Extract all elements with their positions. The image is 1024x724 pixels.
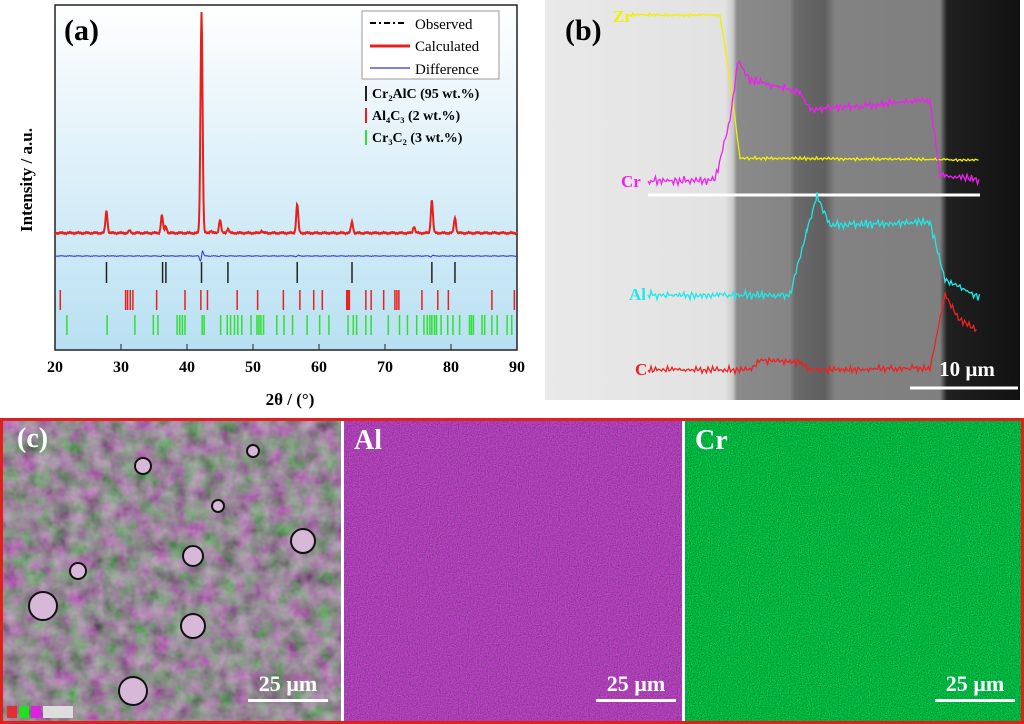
particle [181, 614, 205, 638]
phase-legend-label: Cr₃C₂ (3 wt.%) [372, 131, 463, 146]
al-profile [648, 192, 980, 300]
x-tick-label: 50 [245, 359, 261, 376]
scale-label-1: 25 µm [259, 671, 318, 696]
x-tick-label: 30 [113, 359, 129, 376]
y-axis-label: Intensity / a.u. [17, 128, 36, 232]
eds-map-panel: (c) 25 µm Al 25 µm Cr 25 µm [0, 418, 1024, 724]
legend-difference: Difference [415, 62, 479, 78]
scale-label: 10 µm [939, 357, 995, 381]
scale-bar-3: 25 µm [935, 671, 1015, 702]
label-cr: Cr [621, 172, 641, 191]
legend-calculated: Calculated [415, 39, 480, 55]
x-tick-label: 70 [377, 359, 393, 376]
phase-legend-label: Cr₂AlC (95 wt.%) [372, 87, 480, 102]
particle [183, 546, 203, 566]
x-tick-label: 60 [311, 359, 327, 376]
cr-profile [648, 61, 979, 185]
particle [29, 592, 57, 620]
particle [135, 458, 151, 474]
c-profile [648, 293, 977, 374]
phase-legend-label: Al₄C₃ (2 wt.%) [372, 109, 460, 124]
label-zr: Zr [613, 7, 632, 26]
particle [70, 563, 86, 579]
x-tick-label: 90 [509, 359, 525, 376]
x-tick-label: 20 [47, 359, 63, 376]
color-key [7, 706, 73, 718]
al-map-title: Al [354, 425, 382, 457]
legend-observed: Observed [415, 17, 473, 33]
panel-label-c: (c) [17, 423, 48, 455]
particle [247, 445, 259, 457]
line-profiles: 10 µm (b) Zr Cr Al C [545, 0, 1020, 400]
scale-bar-1: 25 µm [248, 671, 328, 702]
x-axis-label: 2θ / (°) [266, 390, 315, 409]
panel-label-b: (b) [565, 14, 602, 47]
al-map: Al 25 µm [344, 421, 682, 721]
overlay-map: (c) 25 µm [3, 421, 341, 721]
cr-map: Cr 25 µm [685, 421, 1021, 721]
label-al: Al [629, 285, 646, 304]
x-tick-label: 40 [179, 359, 195, 376]
particle [212, 500, 224, 512]
scale-label-2: 25 µm [607, 671, 666, 696]
zr-profile [630, 13, 979, 161]
panel-label-a: (a) [64, 14, 99, 47]
xrd-chart: (a) Observed Calculated Difference Cr₂Al… [0, 0, 540, 415]
scale-label-3: 25 µm [946, 671, 1005, 696]
particle [291, 529, 315, 553]
x-tick-label: 80 [443, 359, 459, 376]
label-c: C [635, 360, 647, 379]
sem-cross-section-panel: 10 µm (b) Zr Cr Al C [545, 0, 1020, 400]
cr-map-title: Cr [695, 425, 728, 457]
scale-bar-2: 25 µm [596, 671, 676, 702]
particle [119, 677, 147, 705]
